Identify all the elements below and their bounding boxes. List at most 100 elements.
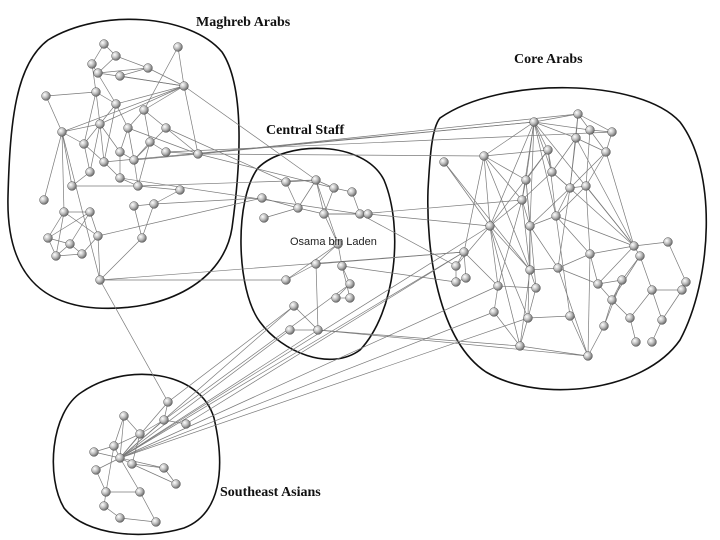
edge xyxy=(285,263,317,281)
edge xyxy=(557,267,599,285)
edge xyxy=(483,155,527,181)
node-m32 xyxy=(93,231,103,241)
edge xyxy=(97,67,149,74)
group-label-central: Central Staff xyxy=(266,123,344,138)
node-s12 xyxy=(135,487,145,497)
node-m37 xyxy=(137,233,147,243)
node-m23 xyxy=(85,167,95,177)
edge xyxy=(119,329,319,459)
edge xyxy=(143,109,167,129)
edge xyxy=(99,123,105,163)
edge xyxy=(95,91,101,125)
edge xyxy=(359,199,523,215)
edge xyxy=(489,149,549,227)
edge xyxy=(661,289,683,321)
edge xyxy=(45,91,97,97)
edge xyxy=(443,161,491,227)
edge xyxy=(317,329,589,357)
node-c16 xyxy=(331,293,341,303)
edge xyxy=(131,433,141,465)
node-s4 xyxy=(181,419,191,429)
edge xyxy=(119,317,529,459)
node-k38 xyxy=(625,313,635,323)
edge xyxy=(529,267,559,271)
node-k28 xyxy=(593,279,603,289)
edge xyxy=(143,85,185,111)
node-m39 xyxy=(39,195,49,205)
edge xyxy=(119,225,491,459)
edge xyxy=(83,91,97,145)
edge xyxy=(577,113,613,133)
edge xyxy=(103,121,535,163)
node-k18 xyxy=(629,241,639,251)
node-m1 xyxy=(99,39,109,49)
node-m15 xyxy=(123,123,133,133)
edge xyxy=(587,325,605,357)
edge xyxy=(315,243,339,265)
node-s8 xyxy=(115,453,125,463)
node-s10 xyxy=(159,463,169,473)
edge xyxy=(89,123,101,173)
edge xyxy=(131,463,177,485)
edge xyxy=(47,211,91,239)
edge xyxy=(493,311,521,347)
edge xyxy=(153,197,263,205)
node-k26 xyxy=(635,251,645,261)
node-k4 xyxy=(607,127,617,137)
edge xyxy=(569,315,589,357)
edge xyxy=(61,123,101,133)
edge xyxy=(103,103,117,163)
node-s15 xyxy=(115,513,125,523)
node-m11 xyxy=(111,99,121,109)
edge xyxy=(315,263,319,331)
node-k12 xyxy=(565,183,575,193)
edge xyxy=(489,225,521,347)
group-label-seasia: Southeast Asians xyxy=(220,485,321,500)
edge xyxy=(529,121,535,227)
group-label-maghreb: Maghreb Arabs xyxy=(196,15,291,30)
node-m29 xyxy=(129,201,139,211)
node-s5 xyxy=(135,429,145,439)
edge xyxy=(147,67,185,87)
node-k29 xyxy=(493,281,503,291)
node-c15 xyxy=(345,293,355,303)
node-c9 xyxy=(355,209,365,219)
edge xyxy=(297,179,317,209)
node-k20 xyxy=(459,247,469,257)
edge xyxy=(533,121,577,139)
edge xyxy=(119,329,291,459)
node-m38 xyxy=(95,275,105,285)
edge xyxy=(489,199,523,227)
edge xyxy=(557,267,589,357)
node-k16 xyxy=(485,221,495,231)
node-m24 xyxy=(115,173,125,183)
node-k36 xyxy=(523,313,533,323)
edge xyxy=(529,187,571,227)
edge xyxy=(115,55,149,69)
node-c7 xyxy=(319,209,329,219)
node-k19 xyxy=(663,237,673,247)
edge xyxy=(557,253,591,269)
node-k39 xyxy=(657,315,667,325)
edge xyxy=(177,46,185,87)
edge xyxy=(489,121,535,227)
edge xyxy=(497,199,523,287)
edge xyxy=(367,213,491,227)
node-k9 xyxy=(439,157,449,167)
edge xyxy=(119,305,295,459)
node-m31 xyxy=(85,207,95,217)
edge xyxy=(483,155,531,271)
node-k30 xyxy=(531,283,541,293)
node-k7 xyxy=(601,147,611,157)
node-k43 xyxy=(647,337,657,347)
edge xyxy=(97,197,263,237)
edge xyxy=(587,253,591,357)
edge xyxy=(119,415,125,459)
edge xyxy=(463,251,499,287)
node-k32 xyxy=(681,277,691,287)
edge xyxy=(555,185,587,217)
edge xyxy=(497,285,537,289)
edge xyxy=(139,491,157,523)
node-c18 xyxy=(313,325,323,335)
